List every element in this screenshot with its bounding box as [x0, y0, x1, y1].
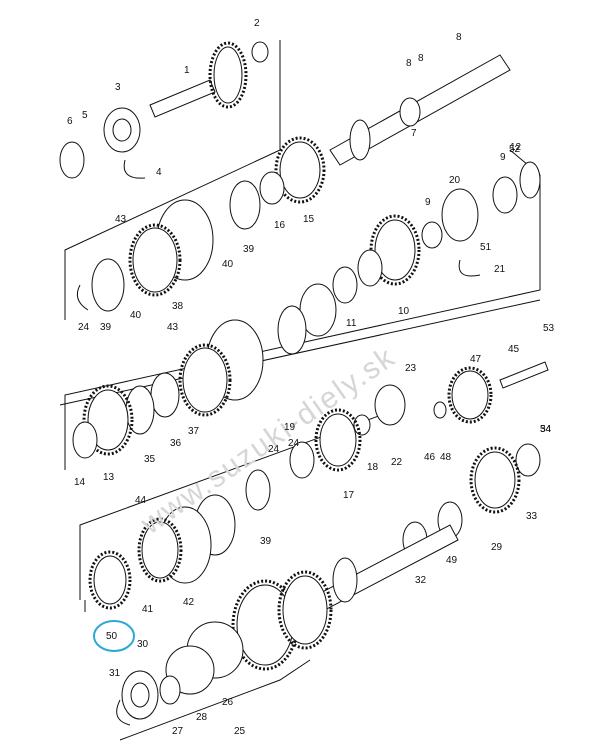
part-label: 39: [100, 322, 112, 333]
part-label: 32: [415, 575, 427, 586]
gear-row-1: [76, 136, 541, 312]
part-label: 41: [142, 604, 154, 615]
part-label: 17: [343, 490, 355, 501]
part-label: 11: [346, 318, 357, 329]
part-label: 8: [418, 53, 424, 64]
part-label: 24: [268, 444, 280, 455]
part-label: 8: [456, 32, 462, 43]
part-label: 38: [172, 301, 184, 312]
gear-row-2: [72, 283, 337, 459]
part-label: 51: [480, 242, 492, 253]
counter-shaft: [329, 54, 511, 166]
reverse-idler-parts: [245, 361, 549, 514]
part-label: 23: [405, 363, 417, 374]
part-label: 48: [440, 452, 452, 463]
part-label: 39: [260, 536, 272, 547]
part-label: 37: [188, 426, 200, 437]
part-label: 20: [449, 175, 461, 186]
part-label: 27: [172, 726, 184, 737]
part-label: 4: [156, 167, 162, 178]
part-label: 45: [508, 344, 520, 355]
part-label: 54: [540, 424, 552, 435]
part-label: 12: [510, 142, 522, 153]
part-label-50: 50: [106, 631, 118, 642]
part-labels: 2 1 3 4 5 6 7 8 8 8 9 9 10 11 12 13 14 1…: [67, 18, 555, 737]
part-label: 21: [494, 264, 506, 275]
part-label: 25: [234, 726, 246, 737]
part-label: 29: [491, 542, 503, 553]
part-label: 8: [406, 58, 412, 69]
part-label: 44: [135, 495, 147, 506]
part-label: 36: [170, 438, 182, 449]
part-label: 46: [424, 452, 436, 463]
part-label: 35: [144, 454, 156, 465]
part-label: 49: [446, 555, 458, 566]
part-label: 43: [115, 214, 127, 225]
part-label: 31: [109, 668, 121, 679]
part-label: 3: [115, 82, 121, 93]
part-label: 22: [391, 457, 403, 468]
output-shaft: [116, 524, 459, 726]
part-label: 7: [411, 128, 417, 139]
part-label: 33: [526, 511, 538, 522]
part-label: 52: [509, 144, 521, 155]
part-label: 18: [367, 462, 379, 473]
part-label: 24: [78, 322, 90, 333]
part-label: 28: [196, 712, 208, 723]
part-label: 26: [222, 697, 234, 708]
part-label: 34: [540, 424, 552, 435]
part-label: 6: [67, 116, 73, 127]
part-label: 9: [500, 152, 506, 163]
part-label: 47: [470, 354, 482, 365]
part-label: 19: [284, 422, 296, 433]
part-label: 24: [288, 438, 300, 449]
part-label: 39: [243, 244, 255, 255]
part-label: 40: [222, 259, 234, 270]
part-label: 40: [130, 310, 142, 321]
part-label: 43: [167, 322, 179, 333]
part-label: 16: [274, 220, 286, 231]
part-label: 5: [82, 110, 88, 121]
part-label: 1: [184, 65, 190, 76]
main-input-shaft: [59, 41, 269, 179]
part-label: 9: [425, 197, 431, 208]
part-label: 13: [103, 472, 115, 483]
part-label: 2: [254, 18, 260, 29]
highlight-circle: [93, 620, 135, 652]
part-label: 30: [137, 639, 149, 650]
part-label: 14: [74, 477, 86, 488]
part-label: 10: [398, 306, 410, 317]
part-label: 15: [303, 214, 315, 225]
part-label: 53: [543, 323, 555, 334]
part-label: 42: [183, 597, 195, 608]
